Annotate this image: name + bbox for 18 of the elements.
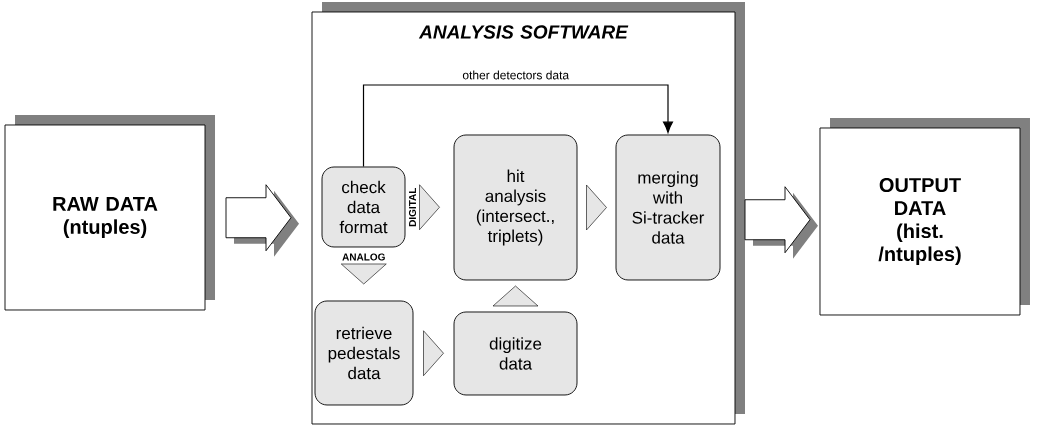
chevron-arrow <box>419 184 440 231</box>
process-box: hit analysis (intersect., triplets) <box>453 134 578 281</box>
process-box: merging with Si-tracker data <box>615 134 721 281</box>
edge-label: other detectors data <box>462 70 570 80</box>
data-box: RAW DATA (ntuples) <box>4 115 215 311</box>
block-arrow <box>225 184 299 257</box>
chevron-arrow <box>586 184 607 231</box>
edge-label: DIGITAL <box>408 187 417 227</box>
process-box: digitize data <box>453 311 578 396</box>
edge-label: ANALOG <box>342 253 385 261</box>
process-box: retrieve pedestals data <box>314 300 414 406</box>
chevron-arrow <box>423 330 444 377</box>
chevron-arrow <box>340 263 387 285</box>
block-arrow <box>744 186 818 259</box>
arrow <box>362 84 673 168</box>
data-box: OUTPUT DATA (hist. /ntuples) <box>819 118 1030 316</box>
chevron-arrow <box>492 285 539 307</box>
process-box: check data format <box>321 166 406 248</box>
